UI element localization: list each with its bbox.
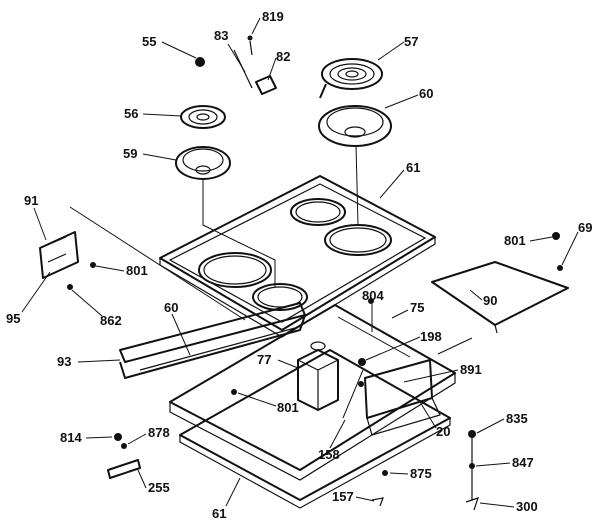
burner-box bbox=[169, 304, 456, 509]
large-surface-element bbox=[319, 58, 383, 99]
callout-20: 20 bbox=[436, 424, 450, 439]
callout-862: 862 bbox=[100, 313, 122, 328]
right-bracket bbox=[358, 358, 441, 436]
heat-shield bbox=[431, 261, 569, 334]
callout-61-bottom: 61 bbox=[212, 506, 226, 521]
small-drip-pan bbox=[175, 146, 276, 287]
callout-157: 157 bbox=[332, 489, 354, 504]
left-side-bracket bbox=[39, 231, 79, 279]
callout-59: 59 bbox=[123, 146, 137, 161]
callout-93: 93 bbox=[57, 354, 71, 369]
callout-77: 77 bbox=[257, 352, 271, 367]
callout-61-top: 61 bbox=[406, 160, 420, 175]
callout-57: 57 bbox=[404, 34, 418, 49]
callout-300: 300 bbox=[516, 499, 538, 514]
callout-75: 75 bbox=[410, 300, 424, 315]
callouts: 55 83 819 82 57 56 60 59 61 91 801 801 6… bbox=[6, 9, 592, 521]
callout-255: 255 bbox=[148, 480, 170, 495]
callout-55: 55 bbox=[142, 34, 156, 49]
callout-804: 804 bbox=[362, 288, 384, 303]
hardware bbox=[67, 232, 563, 511]
callout-819: 819 bbox=[262, 9, 284, 24]
callout-878: 878 bbox=[148, 425, 170, 440]
callout-801-right: 801 bbox=[504, 233, 526, 248]
cooktop-panel bbox=[159, 175, 436, 338]
element-receptacle bbox=[195, 35, 277, 95]
terminal-block bbox=[297, 341, 339, 411]
callout-801-left: 801 bbox=[126, 263, 148, 278]
large-drip-pan bbox=[318, 105, 392, 226]
small-surface-element bbox=[180, 105, 226, 129]
callout-891: 891 bbox=[460, 362, 482, 377]
callout-801-bottom: 801 bbox=[277, 400, 299, 415]
callout-69: 69 bbox=[578, 220, 592, 235]
callout-82: 82 bbox=[276, 49, 290, 64]
callout-60-bottom: 60 bbox=[164, 300, 178, 315]
callout-198: 198 bbox=[420, 329, 442, 344]
callout-814: 814 bbox=[60, 430, 82, 445]
callout-90: 90 bbox=[483, 293, 497, 308]
callout-83: 83 bbox=[214, 28, 228, 43]
callout-95: 95 bbox=[6, 311, 20, 326]
callout-158: 158 bbox=[318, 447, 340, 462]
leader-lines bbox=[69, 206, 473, 419]
front-trim bbox=[119, 302, 306, 379]
callout-847: 847 bbox=[512, 455, 534, 470]
callout-835: 835 bbox=[506, 411, 528, 426]
callout-56: 56 bbox=[124, 106, 138, 121]
callout-91: 91 bbox=[24, 193, 38, 208]
callout-60-top: 60 bbox=[419, 86, 433, 101]
callout-875: 875 bbox=[410, 466, 432, 481]
